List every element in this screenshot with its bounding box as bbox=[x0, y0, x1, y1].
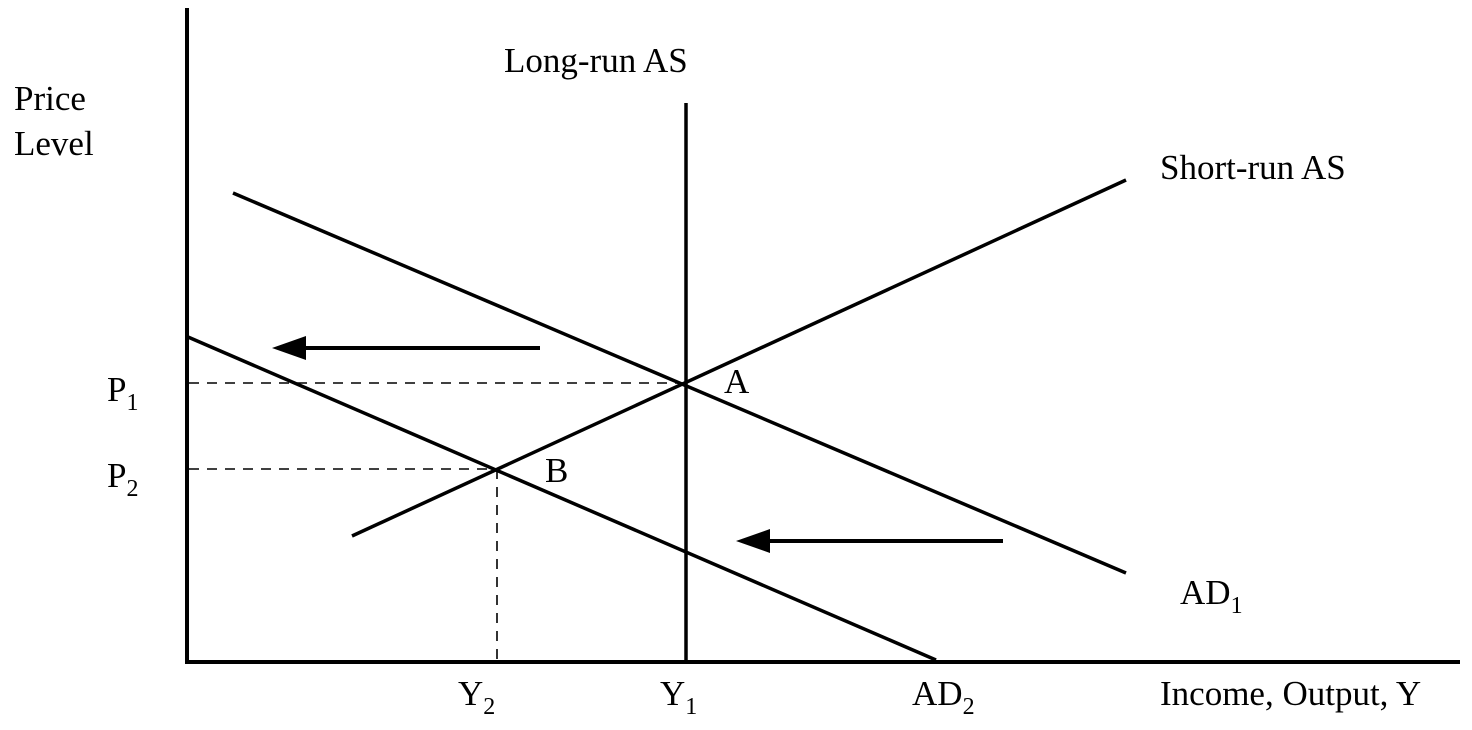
ad1-label: AD1 bbox=[1180, 573, 1243, 619]
long-run-as-label: Long-run AS bbox=[504, 41, 688, 80]
p1-label: P1 bbox=[107, 370, 138, 416]
upper-shift-arrow bbox=[272, 336, 540, 360]
short-run-as-label: Short-run AS bbox=[1160, 148, 1346, 187]
ad1-line bbox=[232, 191, 1127, 575]
p2-label: P2 bbox=[107, 456, 138, 502]
ad2-line bbox=[187, 335, 937, 662]
y-axis-title-line2: Level bbox=[14, 124, 94, 163]
x-axis-title: Income, Output, Y bbox=[1160, 674, 1421, 713]
lower-shift-arrow bbox=[736, 529, 1003, 553]
point-a-label: A bbox=[724, 362, 750, 401]
ad2-label: AD2 bbox=[912, 674, 975, 720]
y1-label: Y1 bbox=[660, 674, 697, 720]
short-run-as-line bbox=[351, 178, 1127, 538]
y2-label: Y2 bbox=[458, 674, 495, 720]
point-b-label: B bbox=[545, 451, 568, 490]
y-axis-title-line1: Price bbox=[14, 79, 86, 118]
